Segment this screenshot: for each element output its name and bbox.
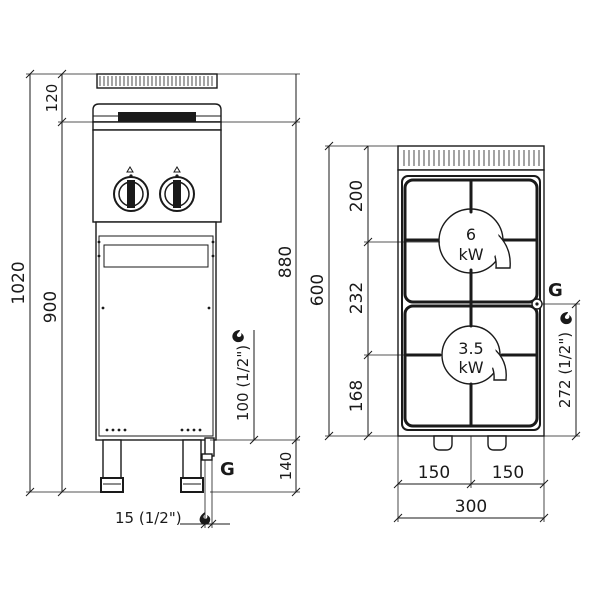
- side-view-appliance: [92, 73, 222, 493]
- top-view-dimension-lines: [324, 141, 581, 523]
- gas-flame-icon: [560, 312, 572, 325]
- burner-1-power: 6: [466, 225, 476, 244]
- dim-1020-label: 1020: [9, 261, 29, 304]
- dim-150-right-label: 150: [492, 463, 524, 483]
- dim-100-label: 100 (1/2"): [234, 345, 252, 421]
- dim-272-label: 272 (1/2"): [556, 332, 574, 408]
- dim-120-label: 120: [43, 84, 61, 113]
- burner-knob-left: [113, 166, 149, 212]
- top-view-appliance: [397, 145, 545, 451]
- burner-knob-right: [159, 166, 195, 212]
- dim-15-label: 15 (1/2"): [115, 509, 182, 527]
- dim-232-label: 232: [347, 282, 367, 314]
- burner-1-unit: kW: [458, 245, 483, 264]
- dim-200-label: 200: [347, 180, 367, 212]
- dim-168-label: 168: [347, 380, 367, 412]
- side-gas-connection-label: G: [220, 459, 235, 480]
- side-view: 120 1020 900 880 100 (1/2") 140 15 (1/2"…: [9, 69, 301, 529]
- dim-150-left-label: 150: [418, 463, 450, 483]
- gas-flame-icon: [199, 512, 211, 525]
- burner-2-power: 3.5: [458, 339, 483, 358]
- dim-900-label: 900: [41, 291, 61, 323]
- dim-140-label: 140: [277, 452, 295, 481]
- top-view: 600 200 232 168 272 (1/2") 150 150 300 G…: [308, 141, 581, 523]
- top-gas-connection-label: G: [548, 280, 563, 301]
- dim-880-label: 880: [276, 246, 296, 278]
- burner-2-unit: kW: [458, 358, 483, 377]
- gas-flame-icon: [232, 330, 244, 343]
- dim-300-label: 300: [455, 497, 487, 517]
- dim-600-label: 600: [308, 274, 328, 306]
